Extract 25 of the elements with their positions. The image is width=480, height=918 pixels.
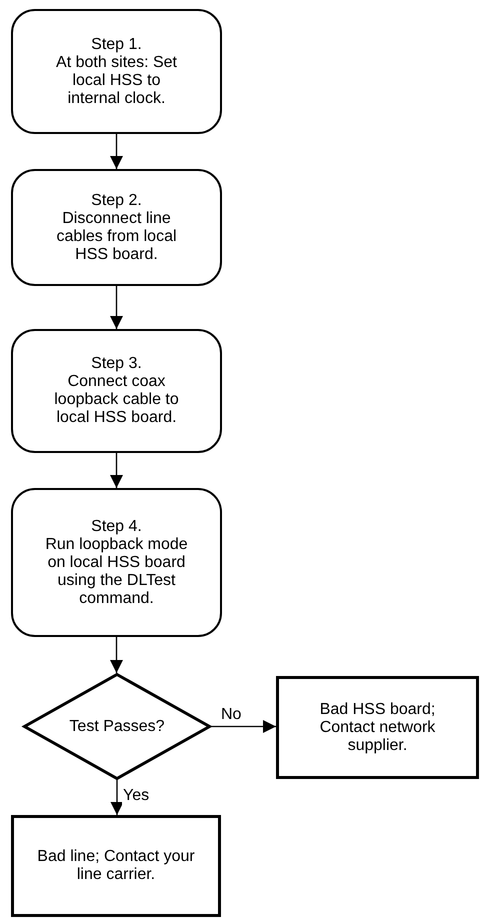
step-text: Test Passes? [69,718,165,736]
step-text: Disconnect line cables from local HSS board. [55,210,178,264]
step-text: Connect coax loopback cable to local HSS board. [53,373,180,427]
step-heading: Step 3. [91,355,142,373]
process-box [11,329,222,453]
step-heading: Step 4. [91,518,142,536]
step-text: At both sites: Set local HSS to internal clock. [55,54,178,108]
process-box [11,169,222,286]
arrow [110,780,124,815]
step-text: Bad line; Contact your line carrier. [36,848,196,884]
arrow [110,134,123,169]
step-text: Run loopback mode on local HSS board using the DLTest command. [44,536,189,608]
step-heading: Step 1. [91,36,142,54]
step-text: Bad HSS board; Contact network supplier. [318,700,436,754]
arrow [110,286,123,329]
arrow [110,637,123,673]
outcome-box [276,676,479,779]
decision-diamond [23,673,211,780]
process-box [11,9,222,134]
step-heading: Step 2. [91,192,142,210]
process-box [11,488,222,637]
edge-label: Yes [122,787,150,805]
arrow [211,720,276,733]
arrow [110,453,123,488]
outcome-box [11,815,221,917]
